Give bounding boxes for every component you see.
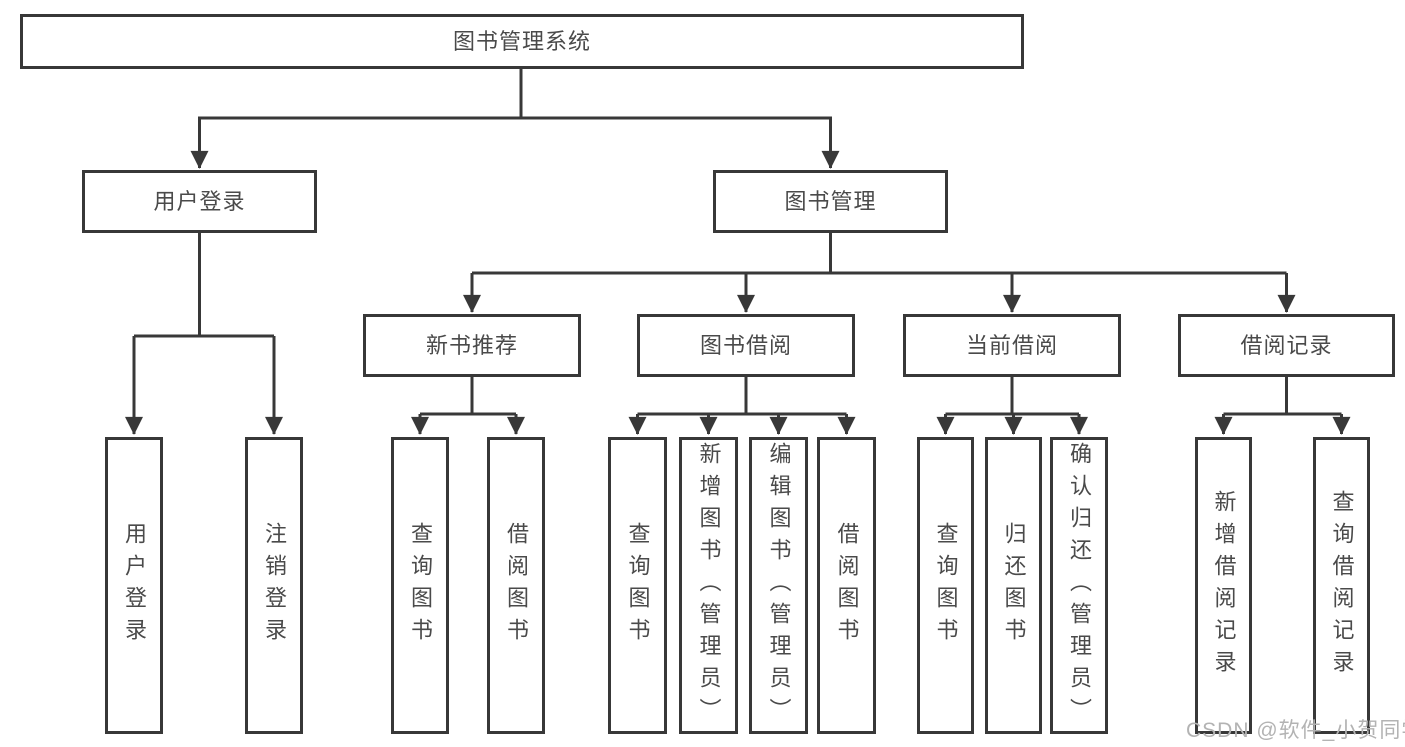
leaf-query-books-borrowing: 查询图书 [608,437,667,734]
node-book-borrowing: 图书借阅 [637,314,855,377]
node-user-login: 用户登录 [82,170,317,233]
leaf-add-books-admin: 新增图书（管理员） [679,437,738,734]
leaf-return-books: 归还图书 [985,437,1042,734]
leaf-confirm-return-admin: 确认归还（管理员） [1050,437,1108,734]
node-root-system-label: 图书管理系统 [452,28,591,54]
node-book-borrowing-label: 图书借阅 [699,332,792,358]
leaf-query-books-current-label: 查询图书 [933,521,959,650]
leaf-borrow-books-borrowing-label: 借阅图书 [834,521,860,650]
leaf-add-borrow-record-label: 新增借阅记录 [1211,489,1237,682]
csdn-watermark: CSDN @软件_小贺同学 [1186,719,1405,742]
leaf-query-borrow-record-label: 查询借阅记录 [1329,489,1355,682]
leaf-query-borrow-record: 查询借阅记录 [1313,437,1370,734]
leaf-borrow-books-recommend-label: 借阅图书 [504,521,529,650]
node-book-management-label: 图书管理 [784,188,877,214]
leaf-add-borrow-record: 新增借阅记录 [1195,437,1252,734]
node-current-borrowing: 当前借阅 [903,314,1121,377]
leaf-query-books-recommend: 查询图书 [391,437,449,734]
node-new-book-recommendation: 新书推荐 [363,314,581,377]
leaf-query-books-recommend-label: 查询图书 [408,521,433,650]
leaf-borrow-books-recommend: 借阅图书 [487,437,545,734]
leaf-query-books-current: 查询图书 [917,437,974,734]
leaf-borrow-books-borrowing: 借阅图书 [817,437,876,734]
leaf-user-login-label: 用户登录 [122,521,147,650]
leaf-return-books-label: 归还图书 [1001,521,1027,650]
node-root-system: 图书管理系统 [20,14,1024,69]
node-borrowing-records: 借阅记录 [1178,314,1395,377]
leaf-edit-books-admin: 编辑图书（管理员） [749,437,808,734]
leaf-query-books-borrowing-label: 查询图书 [625,521,651,650]
leaf-logout: 注销登录 [245,437,303,734]
node-user-login-label: 用户登录 [153,188,246,214]
leaf-add-books-admin-label: 新增图书（管理员） [696,441,722,730]
node-book-management: 图书管理 [713,170,948,233]
node-borrowing-records-label: 借阅记录 [1240,332,1333,358]
leaf-logout-label: 注销登录 [262,521,287,650]
leaf-user-login: 用户登录 [105,437,163,734]
node-new-book-recommendation-label: 新书推荐 [425,332,518,358]
leaf-confirm-return-admin-label: 确认归还（管理员） [1067,441,1092,730]
node-current-borrowing-label: 当前借阅 [965,332,1058,358]
leaf-edit-books-admin-label: 编辑图书（管理员） [766,441,792,730]
